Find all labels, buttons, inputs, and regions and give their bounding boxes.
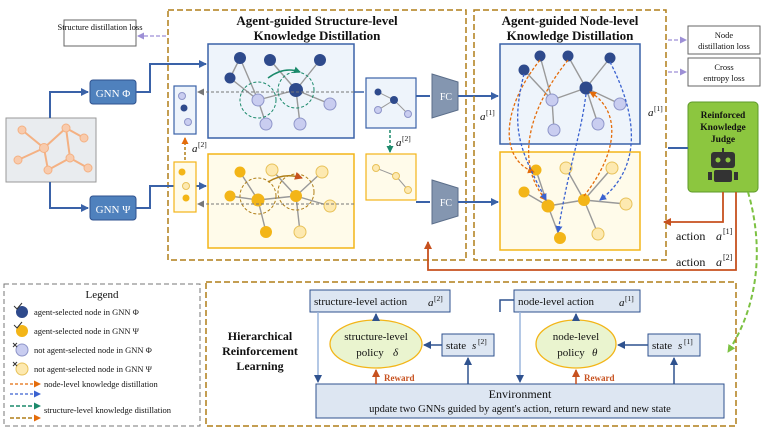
svg-text:[1]: [1] (684, 337, 693, 346)
action-a1-arrow (663, 192, 724, 226)
cross-entropy-loss-box: Cross entropy loss (687, 57, 761, 87)
judge-to-hrl-arrow (727, 191, 758, 353)
structure-level-action-box: structure-level action a [2] (309, 289, 451, 313)
node-title-line2: Knowledge Distillation (507, 28, 635, 43)
small-blue-subgraph-right (365, 77, 417, 129)
node-level-frame (473, 9, 667, 261)
action-a2-label: action (676, 255, 705, 269)
svg-text:structure-level action: structure-level action (314, 296, 408, 308)
svg-text:a: a (396, 137, 402, 149)
svg-text:state: state (446, 340, 466, 352)
svg-text:δ: δ (393, 347, 399, 359)
action-a1-label: action (676, 229, 705, 243)
node-a1-left: a (480, 111, 486, 123)
svg-text:distillation loss: distillation loss (698, 41, 750, 51)
svg-text:Cross: Cross (714, 62, 733, 72)
svg-text:Judge: Judge (711, 135, 735, 145)
svg-text:not agent-selected node in GN: not agent-selected node in GNN Φ (34, 345, 152, 355)
reward-label-structure: Reward (384, 373, 415, 383)
node-level-action-box: node-level action a [1] (513, 289, 641, 313)
svg-text:[2]: [2] (723, 253, 733, 262)
environment-box: Environment update two GNNs guided by ag… (315, 383, 725, 419)
svg-text:θ: θ (592, 347, 598, 359)
robot-icon (708, 148, 738, 182)
svg-text:Environment: Environment (489, 387, 552, 401)
svg-text:s: s (472, 340, 476, 352)
hrl-frame (205, 281, 737, 427)
structure-blue-panel (207, 43, 355, 139)
node-a1-right: a (648, 107, 654, 119)
input-graph (5, 117, 97, 183)
svg-text:a: a (428, 297, 434, 309)
gnn-psi-box: GNN Ψ (89, 195, 137, 221)
svg-text:[2]: [2] (402, 134, 411, 143)
state-s2-box: state s [2] (441, 333, 495, 357)
action-a2-arrow (424, 192, 737, 271)
fc-bottom: FC (431, 179, 459, 225)
svg-text:entropy loss: entropy loss (703, 73, 744, 83)
svg-text:[2]: [2] (434, 294, 443, 303)
structure-level-frame (167, 9, 467, 261)
flow-gnn-phi-to-panel (136, 60, 207, 93)
node-yellow-panel (499, 151, 641, 251)
svg-text:Node: Node (715, 30, 734, 40)
svg-text:a: a (192, 143, 198, 155)
svg-text:a: a (716, 255, 722, 269)
structure-yellow-panel (207, 153, 355, 249)
svg-text:node-level: node-level (553, 331, 599, 343)
svg-text:node-level action: node-level action (518, 296, 595, 308)
svg-text:a: a (619, 297, 625, 309)
fc-top: FC (431, 73, 459, 119)
svg-text:agent-selected node in GNN Φ: agent-selected node in GNN Φ (34, 307, 139, 317)
reward-label-node: Reward (584, 373, 615, 383)
state-s1-box: state s [1] (647, 333, 701, 357)
legend: Legend agent-selected node in GNN Φ agen… (3, 283, 201, 427)
fc-bottom-label: FC (440, 198, 453, 209)
node-title-line1: Agent-guided Node-level (502, 13, 639, 28)
flow-input-to-gnn-psi (49, 182, 89, 212)
structure-title-line1: Agent-guided Structure-level (236, 13, 398, 28)
svg-text:[1]: [1] (486, 108, 495, 117)
svg-text:s: s (678, 340, 682, 352)
svg-text:update two GNNs guided by agen: update two GNNs guided by agent's action… (369, 404, 671, 415)
structure-a2-left: a [2] (181, 137, 207, 160)
svg-text:structure-level: structure-level (344, 331, 408, 343)
hrl-title-line1: Hierarchical (228, 329, 293, 343)
svg-text:not agent-selected node in GN: not agent-selected node in GNN Ψ (34, 364, 153, 374)
structure-title-line2: Knowledge Distillation (254, 28, 382, 43)
structure-level-policy: structure-level policy δ (329, 319, 423, 369)
gnn-phi-label: GNN Φ (96, 88, 131, 100)
svg-text:structure-level knowledge dis: structure-level knowledge distillation (44, 405, 172, 415)
svg-text:[1]: [1] (723, 227, 733, 236)
hrl-title-line2: Reinforcement (222, 344, 298, 358)
flow-input-to-gnn-phi (49, 88, 89, 118)
svg-text:Reinforced: Reinforced (701, 111, 746, 121)
node-blue-panel (499, 43, 641, 145)
svg-text:node-level knowledge distilla: node-level knowledge distillation (44, 379, 159, 389)
svg-text:policy: policy (356, 347, 384, 359)
svg-text:[2]: [2] (198, 140, 207, 149)
svg-text:Knowledge: Knowledge (700, 123, 745, 133)
gnn-psi-label: GNN Ψ (96, 204, 132, 216)
svg-text:state: state (652, 340, 672, 352)
svg-text:[1]: [1] (625, 294, 634, 303)
gnn-phi-box: GNN Φ (89, 79, 137, 105)
svg-text:policy: policy (557, 347, 585, 359)
legend-title: Legend (86, 289, 119, 301)
hrl-title-line3: Learning (236, 359, 283, 373)
svg-text:agent-selected node in GNN Ψ: agent-selected node in GNN Ψ (34, 326, 140, 336)
svg-text:[2]: [2] (478, 337, 487, 346)
fc-top-label: FC (440, 92, 453, 103)
svg-text:a: a (716, 229, 722, 243)
structure-distillation-loss-box: Structure distillation loss (58, 19, 143, 47)
structure-a2-right: a [2] (386, 130, 411, 153)
svg-text:Structure distillation loss: Structure distillation loss (58, 22, 143, 32)
reinforced-knowledge-judge: Reinforced Knowledge Judge (687, 101, 759, 193)
node-level-policy: node-level policy θ (535, 319, 617, 369)
node-distillation-loss-box: Node distillation loss (687, 25, 761, 55)
svg-text:[1]: [1] (654, 104, 663, 113)
